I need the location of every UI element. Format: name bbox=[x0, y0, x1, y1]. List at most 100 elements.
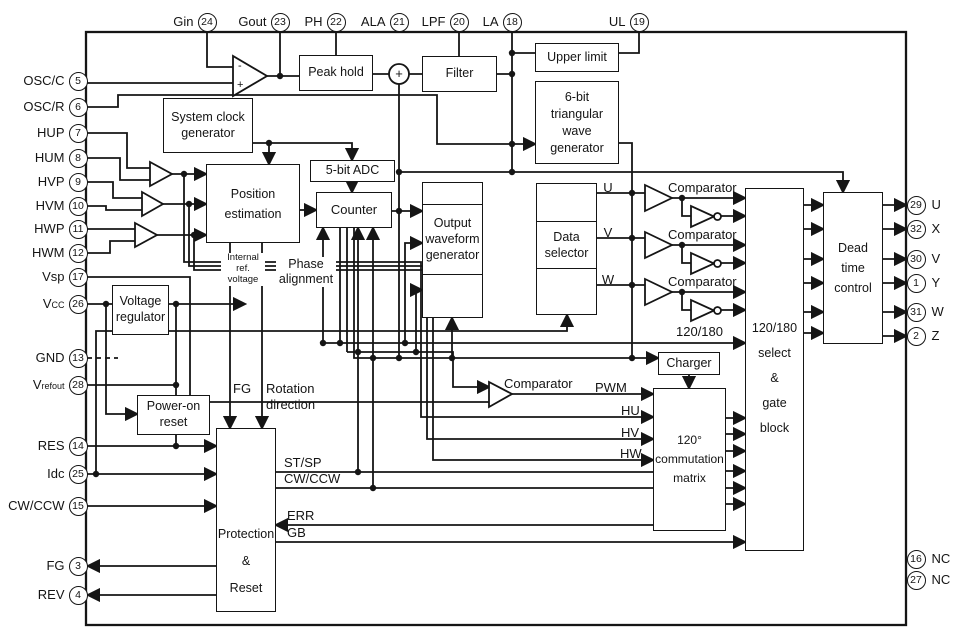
pin-label: LPF bbox=[421, 13, 446, 29]
pwm-comparator-symbol bbox=[488, 380, 514, 409]
block-dead-time-control: Dead time control bbox=[823, 192, 883, 344]
inverter-w-bubble bbox=[713, 306, 722, 315]
label-mode-120-180: 120/180 bbox=[676, 324, 723, 339]
pin-number: 12 bbox=[68, 243, 88, 263]
hall-amp-u-symbol bbox=[149, 160, 174, 188]
pin-number: 13 bbox=[68, 348, 88, 368]
pin-label: REV bbox=[37, 586, 65, 602]
comparator-v-symbol bbox=[644, 230, 675, 260]
hall-amp-v-symbol bbox=[141, 190, 165, 218]
pin-number: 29 bbox=[906, 195, 926, 215]
pin-label: U bbox=[931, 196, 941, 212]
pin-label: W bbox=[931, 303, 944, 319]
pin-number: 1 bbox=[906, 273, 926, 293]
pin-label: HVM bbox=[35, 197, 65, 213]
pin-label: OSC/C bbox=[23, 72, 65, 88]
pin-number: 4 bbox=[68, 585, 88, 605]
pin-number: 27 bbox=[906, 570, 926, 590]
pin-number: 24 bbox=[197, 12, 217, 32]
pin-number: 22 bbox=[326, 12, 346, 32]
block-charger: Charger bbox=[658, 352, 720, 375]
pin-label: GND bbox=[35, 349, 65, 365]
junction-dots bbox=[92, 49, 686, 492]
pin-number: 6 bbox=[68, 97, 88, 117]
label-gb: GB bbox=[287, 525, 306, 540]
pin-label: ALA bbox=[360, 13, 386, 29]
block-voltage-regulator: Voltage regulator bbox=[112, 285, 169, 335]
segment-line bbox=[536, 268, 597, 269]
block-protection-reset: Protection & Reset bbox=[216, 428, 276, 612]
block-system-clock-generator: System clock generator bbox=[163, 98, 253, 153]
pin-label: NC bbox=[931, 550, 951, 566]
pin-number: 10 bbox=[68, 196, 88, 216]
pin-number: 28 bbox=[68, 375, 88, 395]
pin-number: 25 bbox=[68, 464, 88, 484]
comparator-w-symbol bbox=[644, 277, 675, 307]
block-filter: Filter bbox=[422, 56, 497, 92]
amp-plus-sign: + bbox=[237, 79, 244, 91]
block-5bit-adc: 5-bit ADC bbox=[310, 160, 395, 182]
pin-label: Vrefout bbox=[32, 376, 65, 392]
segment-line bbox=[422, 204, 483, 205]
pin-number: 11 bbox=[68, 219, 88, 239]
pin-label: Z bbox=[931, 327, 940, 343]
pin-number: 32 bbox=[906, 219, 926, 239]
pin-number: 7 bbox=[68, 123, 88, 143]
block-data-selector: Data selector bbox=[536, 183, 597, 315]
block-peak-hold: Peak hold bbox=[299, 55, 373, 91]
label-comparator-v: Comparator bbox=[668, 227, 737, 242]
block-position-estimation: Position estimation bbox=[206, 164, 300, 243]
pin-label: CW/CCW bbox=[8, 497, 65, 513]
summing-junction bbox=[388, 63, 410, 85]
pin-label: Gin bbox=[173, 13, 194, 29]
segment-line bbox=[422, 274, 483, 275]
pin-label: Gout bbox=[238, 13, 267, 29]
pin-label: NC bbox=[931, 571, 951, 587]
pin-out-u: 29 U bbox=[906, 195, 941, 215]
label-comparator-w: Comparator bbox=[668, 274, 737, 289]
pin-label: LA bbox=[482, 13, 499, 29]
pin-label: FG bbox=[46, 557, 65, 573]
pin-number: 14 bbox=[68, 436, 88, 456]
inverter-u-symbol bbox=[690, 204, 717, 229]
block-select-gate: 120/180 select & gate block bbox=[745, 188, 804, 551]
label-hv: HV bbox=[621, 425, 640, 440]
inverter-u-bubble bbox=[713, 212, 722, 221]
label-phase-alignment: Phase alignment bbox=[276, 257, 336, 287]
segment-line bbox=[536, 221, 597, 222]
pin-label: HVP bbox=[37, 173, 65, 189]
inverter-v-symbol bbox=[690, 251, 717, 276]
pin-number: 26 bbox=[68, 294, 88, 314]
pin-number: 18 bbox=[502, 12, 522, 32]
label-hw: HW bbox=[620, 446, 642, 461]
inverter-w-symbol bbox=[690, 298, 717, 323]
pin-label: HWP bbox=[34, 220, 65, 236]
chip-border bbox=[84, 30, 908, 627]
label-err: ERR bbox=[287, 508, 315, 523]
label-signal-w: W bbox=[601, 272, 615, 287]
pin-label: HUP bbox=[37, 124, 65, 140]
